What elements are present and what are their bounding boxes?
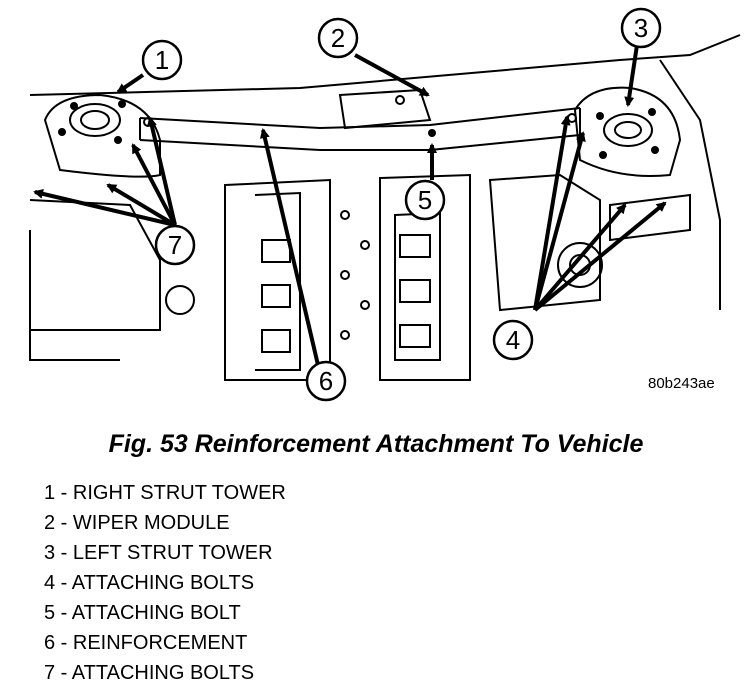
engine-bay-drawing [29,34,741,381]
svg-text:4: 4 [506,325,520,355]
legend-item: 1 - RIGHT STRUT TOWER [44,482,286,504]
legend-item: 5 - ATTACHING BOLT [44,602,241,624]
leader-lines [33,44,667,366]
legend-item: 3 - LEFT STRUT TOWER [44,542,273,564]
callout-4: 4 [492,319,534,361]
svg-text:3: 3 [634,13,648,43]
callout-7: 7 [154,224,196,266]
legend-item: 2 - WIPER MODULE [44,512,230,534]
legend-item: 4 - ATTACHING BOLTS [44,572,255,594]
svg-text:5: 5 [418,185,432,215]
callout-6: 6 [305,360,347,402]
figure-legend: 1 - RIGHT STRUT TOWER 2 - WIPER MODULE 3… [44,478,286,688]
wiper-module [338,88,432,130]
figure-caption: Fig. 53 Reinforcement Attachment To Vehi… [108,430,644,458]
legend-item: 7 - ATTACHING BOLTS [44,662,255,684]
legend-item: 6 - REINFORCEMENT [44,632,248,654]
reinforcement-bar [139,107,581,151]
callout-2: 2 [317,17,359,59]
callout-3: 3 [620,7,662,49]
left-strut-tower [573,86,682,177]
svg-text:2: 2 [331,23,345,53]
svg-text:1: 1 [155,45,169,75]
callout-5: 5 [404,179,446,221]
svg-text:7: 7 [168,230,182,260]
svg-text:6: 6 [319,366,333,396]
engine-bay-illustration: 1 2 3 4 5 6 7 [29,7,741,402]
figure-reference-code: 80b243ae [648,375,715,392]
callout-1: 1 [141,39,183,81]
